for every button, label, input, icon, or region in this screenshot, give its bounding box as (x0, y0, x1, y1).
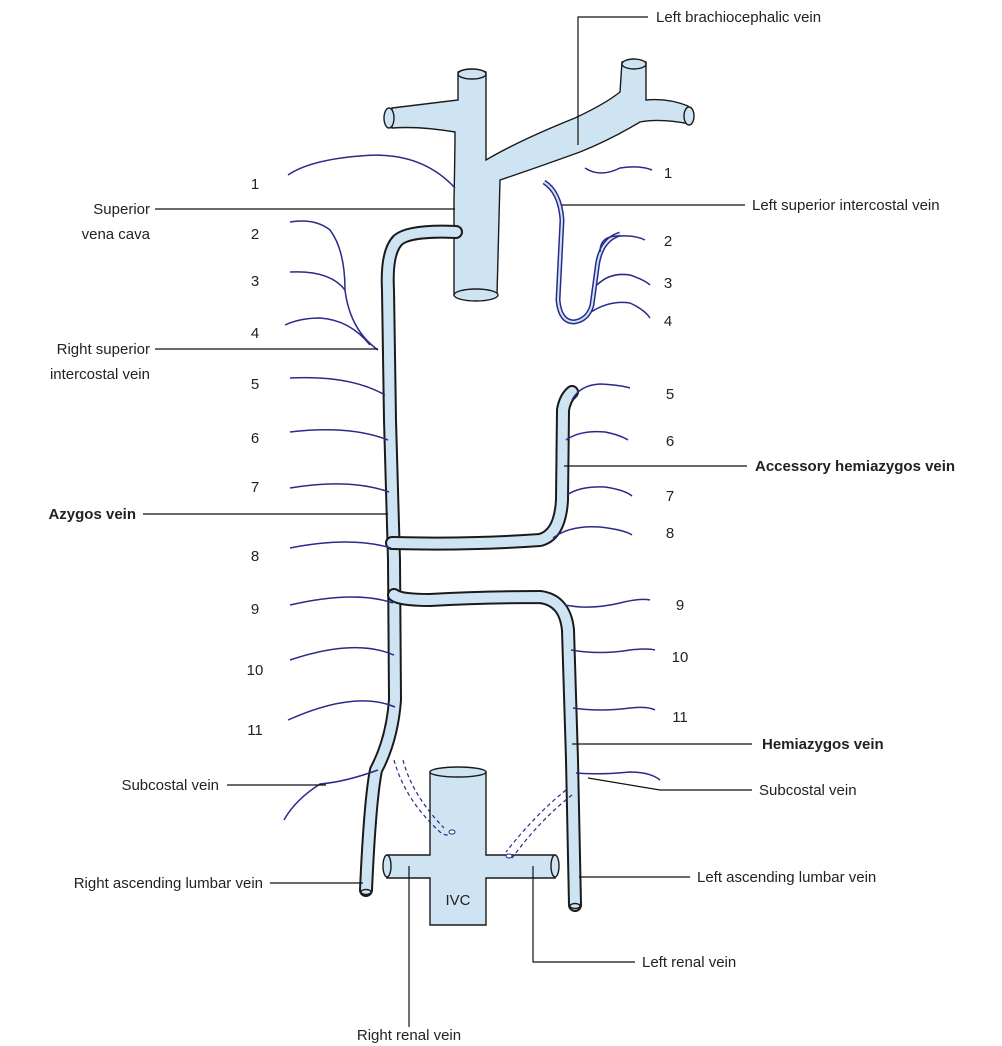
label-subcostal-vein-left: Subcostal vein (759, 782, 857, 799)
label-right-superior-intercostal-line1: Right superior (57, 341, 150, 358)
right-intercostal-numbers: 1 2 3 4 5 6 7 8 9 10 11 (247, 176, 264, 739)
right-number-9: 9 (251, 601, 259, 618)
right-intercostal-tributaries (284, 155, 455, 820)
label-superior-vena-cava-line2: vena cava (82, 226, 151, 243)
left-number-6: 6 (666, 433, 674, 450)
right-number-3: 3 (251, 273, 259, 290)
label-hemiazygos-vein: Hemiazygos vein (762, 736, 884, 753)
right-number-4: 4 (251, 325, 259, 342)
label-ivc: IVC (445, 892, 470, 909)
left-number-9: 9 (676, 597, 684, 614)
left-number-8: 8 (666, 525, 674, 542)
accessory-hemiazygos-vein (392, 392, 572, 544)
left-number-3: 3 (664, 275, 672, 292)
right-number-10: 10 (247, 662, 264, 679)
label-accessory-hemiazygos-vein: Accessory hemiazygos vein (755, 458, 955, 475)
right-number-11: 11 (247, 722, 263, 739)
left-number-5: 5 (666, 386, 674, 403)
label-left-superior-intercostal-vein: Left superior intercostal vein (752, 197, 940, 214)
label-left-brachiocephalic-vein: Left brachiocephalic vein (656, 9, 821, 26)
label-superior-vena-cava-line1: Superior (93, 201, 150, 218)
label-right-superior-intercostal-line2: intercostal vein (50, 366, 150, 383)
left-number-11: 11 (672, 709, 688, 726)
label-right-renal-vein: Right renal vein (357, 1027, 461, 1044)
right-number-2: 2 (251, 226, 259, 243)
right-number-6: 6 (251, 430, 259, 447)
label-right-ascending-lumbar-vein: Right ascending lumbar vein (74, 875, 263, 892)
label-left-renal-vein: Left renal vein (642, 954, 736, 971)
label-azygos-vein: Azygos vein (48, 506, 136, 523)
right-number-7: 7 (251, 479, 259, 496)
left-number-10: 10 (672, 649, 689, 666)
superior-vena-cava-complex (384, 59, 694, 301)
left-superior-intercostal-vein (544, 182, 620, 322)
left-intercostal-numbers: 1 2 3 4 5 6 7 8 9 10 11 (664, 165, 689, 726)
label-left-ascending-lumbar-vein: Left ascending lumbar vein (697, 869, 876, 886)
label-subcostal-vein-right: Subcostal vein (121, 777, 219, 794)
right-number-1: 1 (251, 176, 259, 193)
left-number-4: 4 (664, 313, 672, 330)
left-number-2: 2 (664, 233, 672, 250)
left-number-7: 7 (666, 488, 674, 505)
right-number-5: 5 (251, 376, 259, 393)
left-number-1: 1 (664, 165, 672, 182)
right-number-8: 8 (251, 548, 259, 565)
inferior-vena-cava (383, 760, 572, 925)
